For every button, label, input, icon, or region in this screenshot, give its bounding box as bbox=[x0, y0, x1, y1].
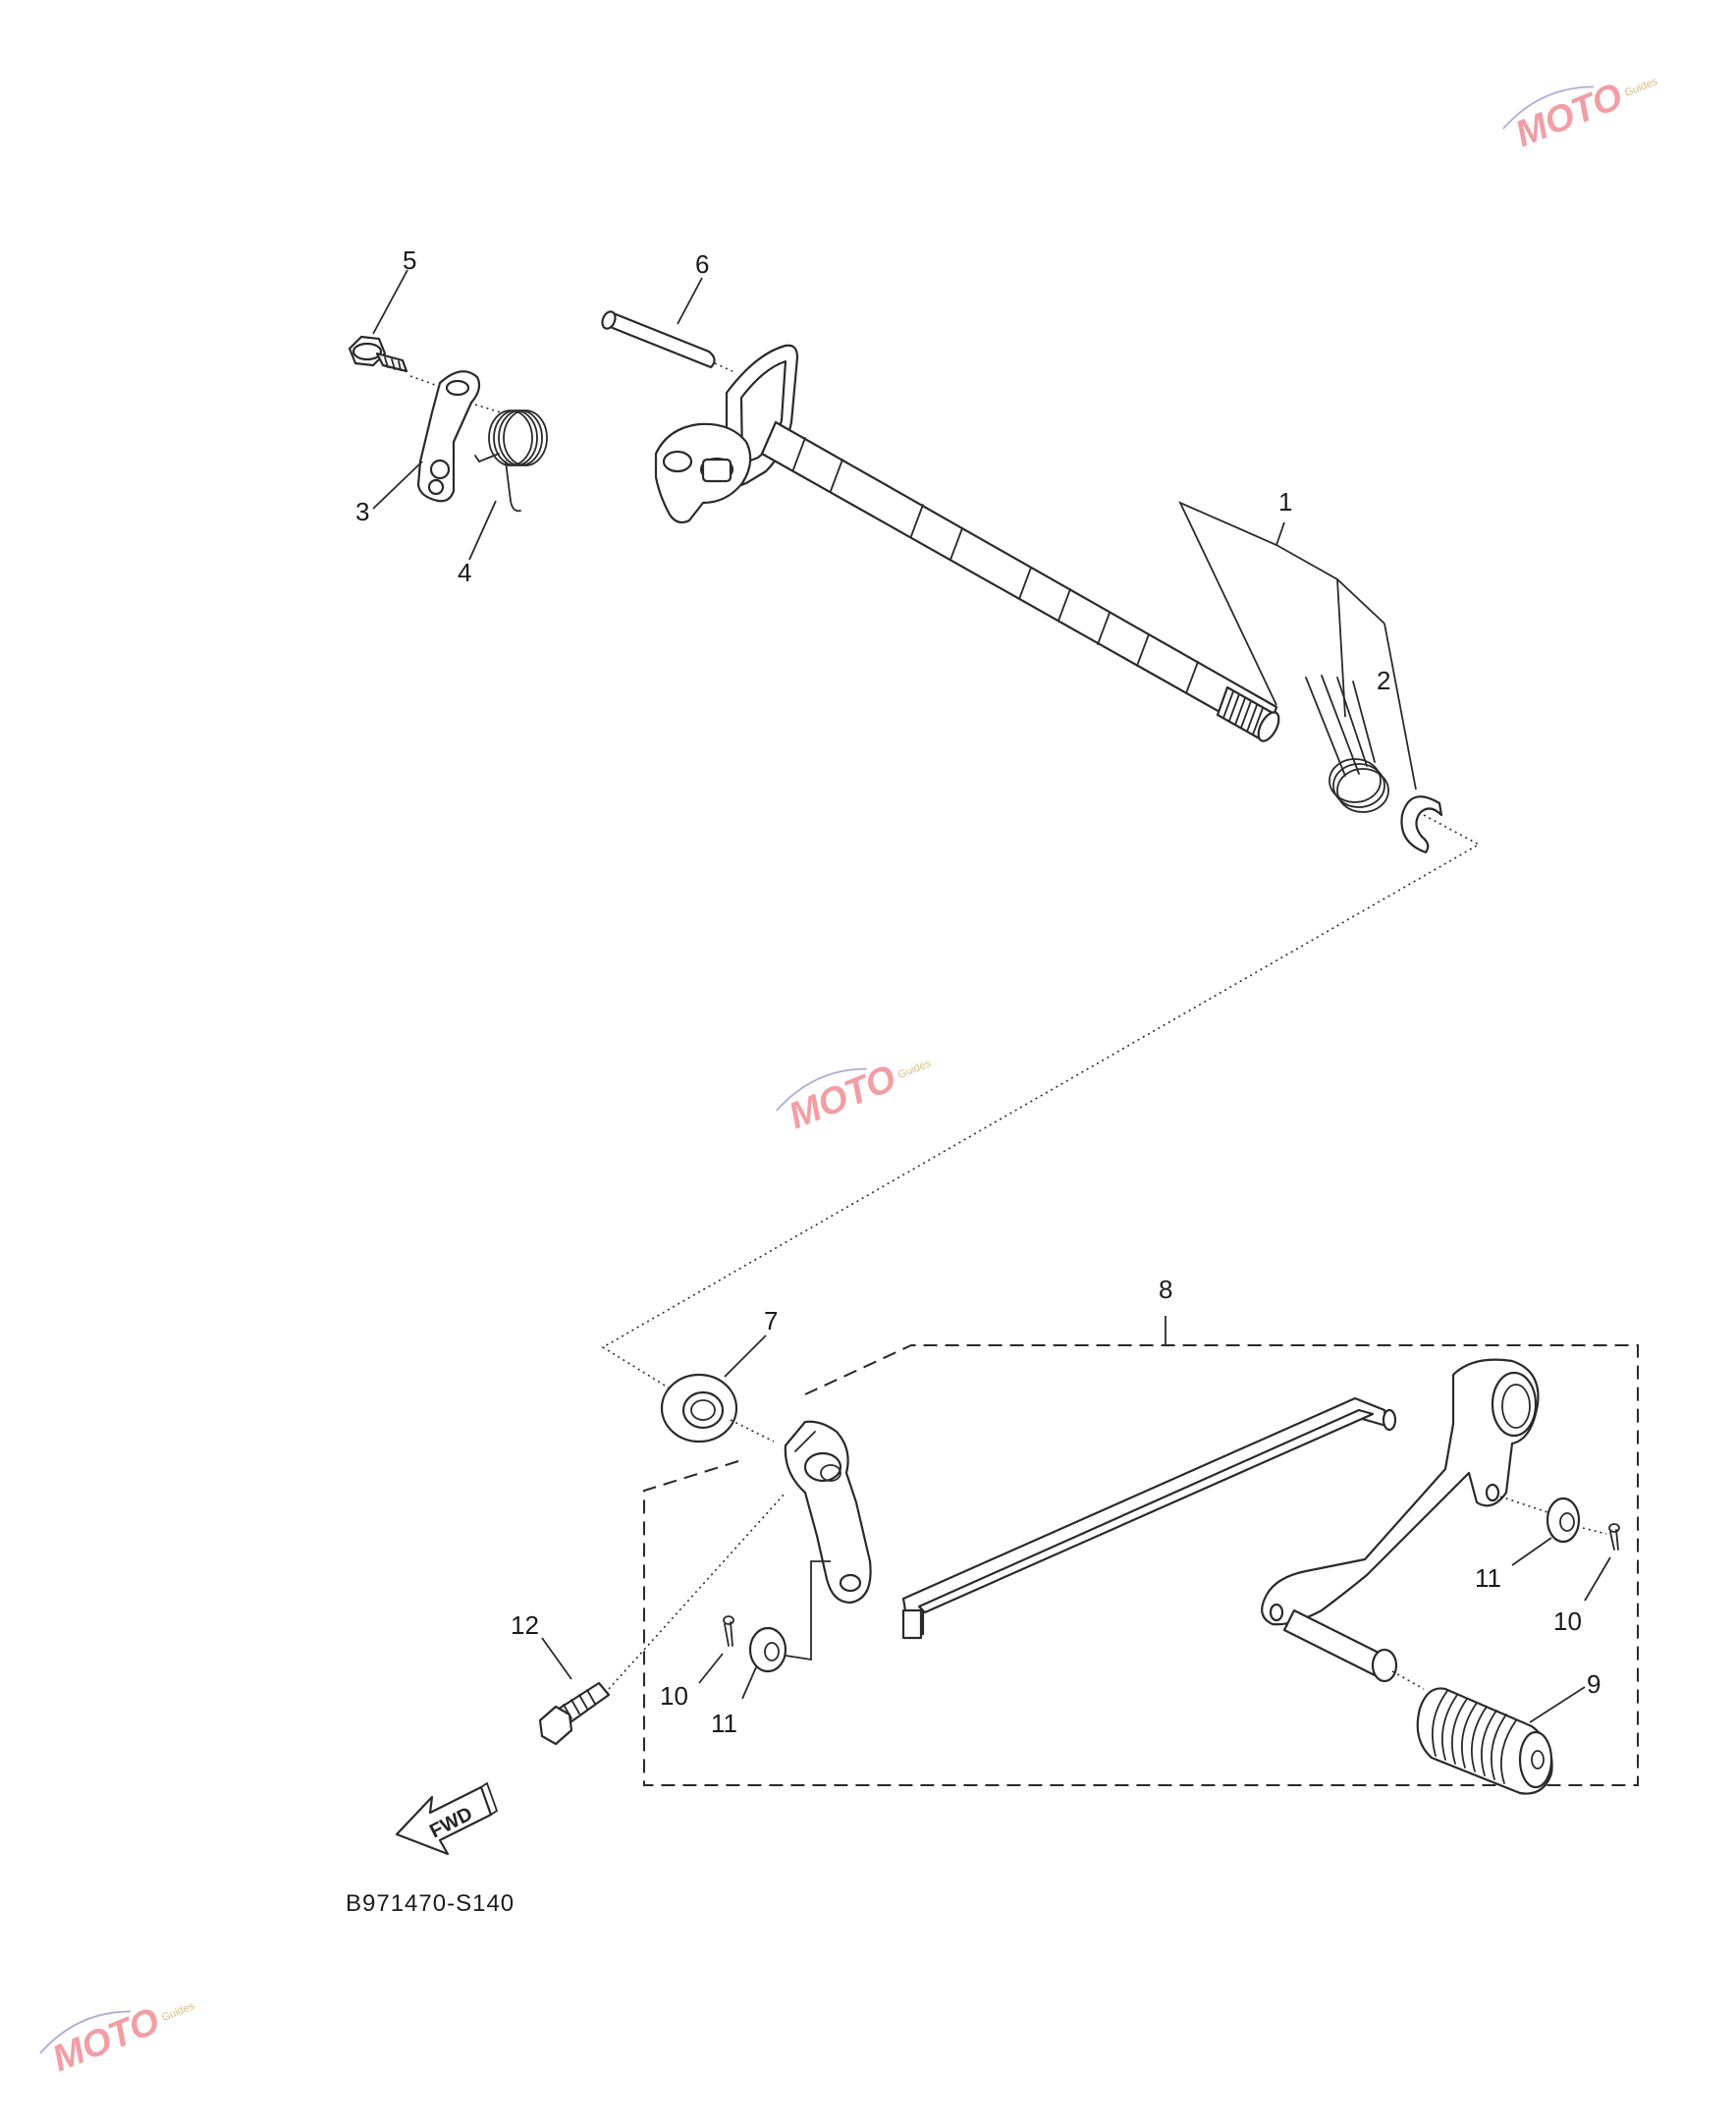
callout-10-right: 10 bbox=[1553, 1607, 1582, 1636]
callout-4: 4 bbox=[458, 558, 471, 587]
svg-text:MOTO: MOTO bbox=[47, 2000, 166, 2080]
callout-10-left: 10 bbox=[660, 1681, 688, 1711]
callout-11-left: 11 bbox=[711, 1709, 737, 1738]
part-4-spring bbox=[468, 409, 548, 561]
callout-6: 6 bbox=[695, 249, 709, 279]
callout-2: 2 bbox=[1377, 666, 1390, 695]
svg-text:Guides: Guides bbox=[896, 1058, 933, 1081]
watermark-bottom-left: MOTO Guides bbox=[39, 2000, 196, 2080]
callout-8: 8 bbox=[1159, 1275, 1172, 1304]
part-12-bolt bbox=[538, 1492, 787, 1746]
diagram-code: B971470-S140 bbox=[346, 1890, 515, 1917]
part-2-circlip bbox=[1383, 623, 1443, 854]
callout-3: 3 bbox=[355, 497, 369, 526]
part-6-pin bbox=[601, 277, 733, 372]
part-11-washer-right bbox=[1499, 1496, 1581, 1566]
callout-9: 9 bbox=[1587, 1669, 1600, 1699]
part-8-assembly-frame bbox=[643, 1316, 1639, 1786]
shift-lever-clamp bbox=[784, 1420, 872, 1605]
fwd-arrow-icon: FWD bbox=[395, 1781, 499, 1856]
shift-rod bbox=[901, 1396, 1397, 1640]
callout-11-right: 11 bbox=[1475, 1563, 1501, 1593]
svg-text:MOTO: MOTO bbox=[1510, 76, 1629, 155]
part-10-cotter-pin-right bbox=[1582, 1523, 1620, 1602]
callout-1: 1 bbox=[1278, 487, 1292, 517]
connection-leader bbox=[601, 814, 1481, 1400]
shift-pedal bbox=[1261, 1358, 1540, 1683]
svg-text:MOTO: MOTO bbox=[784, 1058, 902, 1137]
watermark-center: MOTO Guides bbox=[776, 1058, 933, 1137]
callout-7: 7 bbox=[764, 1306, 778, 1335]
part-1-shift-shaft bbox=[654, 344, 1389, 813]
part-9-pedal-rubber bbox=[1391, 1670, 1586, 1795]
part-11-washer-left bbox=[741, 1560, 831, 1700]
part-5-bolt bbox=[348, 269, 408, 373]
part-10-cotter-pin-left bbox=[698, 1615, 734, 1684]
callout-5: 5 bbox=[403, 245, 416, 275]
part-3-shift-arm bbox=[372, 370, 481, 510]
part-7-seal bbox=[660, 1334, 775, 1443]
svg-text:Guides: Guides bbox=[160, 2000, 196, 2024]
callout-12: 12 bbox=[511, 1610, 539, 1640]
watermark-top-right: MOTO Guides bbox=[1502, 76, 1659, 155]
svg-text:Guides: Guides bbox=[1623, 76, 1659, 99]
